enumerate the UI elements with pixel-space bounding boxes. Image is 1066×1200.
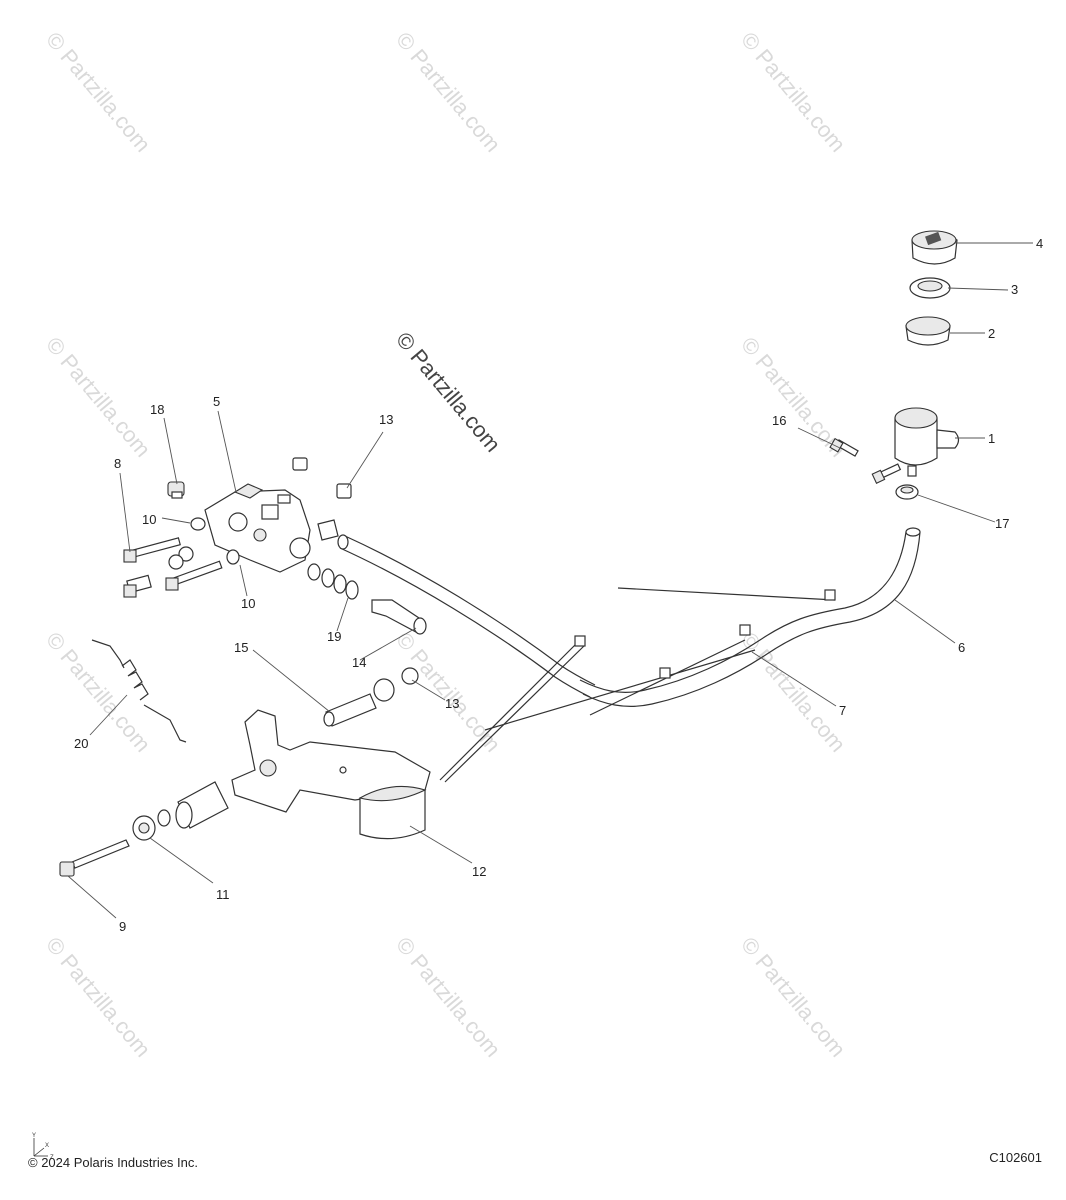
watermark: © Partzilla.com	[736, 932, 850, 1062]
master-cylinder	[204, 483, 311, 573]
callout-5: 5	[213, 394, 220, 409]
callout-6: 6	[958, 640, 965, 655]
watermark: © Partzilla.com	[41, 332, 155, 462]
watermark: © Partzilla.com	[41, 27, 155, 157]
callout-10-upper: 10	[142, 512, 156, 527]
brake-fluid-reservoir	[894, 407, 960, 477]
watermark: © Partzilla.com	[41, 627, 155, 757]
leader-lines	[67, 242, 1033, 919]
washers	[168, 517, 240, 570]
hose-clamp	[895, 484, 919, 500]
callout-16: 16	[772, 413, 786, 428]
callout-8: 8	[114, 456, 121, 471]
callout-3: 3	[1011, 282, 1018, 297]
callout-9: 9	[119, 919, 126, 934]
callout-10-lower: 10	[241, 596, 255, 611]
pedal-bushing	[132, 781, 229, 841]
watermark: © Partzilla.com	[736, 27, 850, 157]
callout-4: 4	[1036, 236, 1043, 251]
callout-7: 7	[839, 703, 846, 718]
callout-11: 11	[216, 887, 230, 902]
axis-x-label: X	[45, 1143, 49, 1149]
callout-2: 2	[988, 326, 995, 341]
callout-20: 20	[74, 736, 88, 751]
diaphragm	[905, 316, 951, 346]
axis-y-label: Y	[32, 1133, 36, 1139]
callout-14: 14	[352, 655, 366, 670]
pedal-pad	[358, 785, 427, 840]
callout-17: 17	[995, 516, 1009, 531]
watermark: © Partzilla.com	[391, 27, 505, 157]
diaphragm-plate	[909, 277, 951, 299]
callout-12: 12	[472, 864, 486, 879]
o-rings	[307, 563, 359, 600]
bushings-lower	[373, 667, 419, 702]
watermark-main: © Partzilla.com	[391, 327, 505, 457]
axis-triad: Y X Z	[32, 1133, 54, 1160]
pivot-pin	[323, 693, 377, 727]
return-spring	[91, 639, 187, 743]
watermark: © Partzilla.com	[41, 932, 155, 1062]
watermark: © Partzilla.com	[391, 627, 505, 757]
reservoir-screw	[829, 437, 859, 457]
callout-1: 1	[988, 431, 995, 446]
copyright-notice: © 2024 Polaris Industries Inc.	[28, 1155, 198, 1170]
reservoir-hose	[579, 527, 921, 707]
mounting-bolts	[123, 537, 223, 598]
callout-15: 15	[234, 640, 248, 655]
watermark: © Partzilla.com	[736, 627, 850, 757]
bleeder-screw	[167, 481, 185, 499]
reservoir-cap	[911, 230, 958, 265]
callout-18: 18	[150, 402, 164, 417]
brake-line	[337, 534, 596, 698]
figure-code: C102601	[989, 1150, 1042, 1165]
reservoir-screw	[871, 463, 902, 484]
callout-labels: 1 2 3 4 5 6 7 8 9 10 10 11 12 13 13 14 1…	[74, 236, 1043, 934]
pushrod	[371, 599, 427, 635]
axis-z-label: Z	[50, 1155, 54, 1160]
callout-13-upper: 13	[379, 412, 393, 427]
callout-19: 19	[327, 629, 341, 644]
pivot-bolt	[59, 839, 130, 877]
watermark: © Partzilla.com	[391, 932, 505, 1062]
callout-13-lower: 13	[445, 696, 459, 711]
cable-ties	[439, 587, 836, 783]
